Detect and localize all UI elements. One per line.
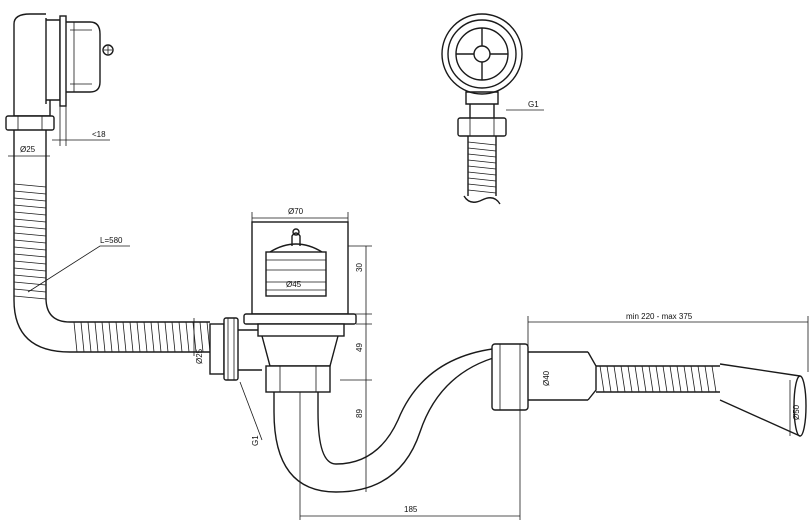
dim-d45: Ø45: [266, 280, 326, 291]
hose-ridge: [467, 171, 497, 176]
dim-v49: 49: [355, 320, 372, 380]
right-outlet: [491, 343, 807, 437]
dim-d70-label: Ø70: [288, 207, 304, 216]
hose-ridge: [467, 141, 497, 146]
hose-ridge: [143, 321, 148, 353]
dim-d25-mid-label: Ø25: [195, 348, 204, 364]
hose-ridge: [627, 365, 633, 393]
hose-ridge: [13, 204, 47, 209]
hose-ridge: [683, 365, 689, 393]
hose-ridge: [13, 274, 47, 279]
dim-w185-label: 185: [404, 505, 418, 514]
hose-ridge: [13, 232, 47, 237]
side-inlet-nut: [209, 317, 262, 381]
hose-ridge: [199, 321, 204, 353]
hose-ridge: [164, 321, 169, 353]
dim-d25-mid: Ø25: [193, 318, 204, 364]
hose-ridge: [711, 365, 717, 393]
hose-ridge: [606, 365, 612, 393]
hose-ridge: [192, 321, 197, 353]
dim-d40-label: Ø40: [542, 370, 551, 386]
hose-ridge: [467, 153, 497, 158]
dim-v89-label: 89: [355, 409, 364, 418]
hose-ridge: [13, 260, 47, 265]
dim-g1-top-label: G1: [528, 100, 539, 109]
hose-ridge: [87, 321, 92, 353]
hose-ridge: [613, 365, 619, 393]
hose-ridge: [13, 295, 47, 300]
hose-ridge: [641, 365, 647, 393]
dim-range: min 220 - max 375: [527, 312, 809, 372]
hose-ridge: [13, 183, 47, 188]
hose-ridge: [136, 321, 141, 353]
hose-ridge: [13, 197, 47, 202]
hose-ridge: [467, 147, 497, 152]
hose-ridge: [150, 321, 155, 353]
hose-ridge: [13, 218, 47, 223]
dim-range-label: min 220 - max 375: [626, 312, 693, 321]
drain-body: [243, 221, 357, 393]
dim-d25-top-label: Ø25: [20, 145, 36, 154]
dim-v49-label: 49: [355, 343, 364, 352]
s-trap: 185: [273, 347, 521, 520]
hose-ridge: [178, 321, 183, 353]
hose-ridge: [13, 190, 47, 195]
dim-d70: Ø70: [251, 207, 349, 224]
dim-lt18: <18: [52, 106, 110, 146]
hose-ridge: [115, 321, 120, 353]
hose-ridge: [13, 211, 47, 216]
hose-ridge: [13, 246, 47, 251]
dim-d25-top: Ø25: [8, 145, 50, 162]
hose-ridge: [171, 321, 176, 353]
hose-ridge: [634, 365, 640, 393]
hose-ridge: [676, 365, 682, 393]
hose-ridge: [101, 321, 106, 353]
hose-ridge: [599, 365, 605, 393]
hose-ridge: [157, 321, 162, 353]
corrugated-hose-left: [13, 180, 211, 353]
hose-ridge: [122, 321, 127, 353]
hose-ridge: [704, 365, 710, 393]
hose-ridge: [13, 239, 47, 244]
dim-g1-bottom: G1: [239, 381, 263, 446]
hose-ridge: [697, 365, 703, 393]
hose-ridge: [620, 365, 626, 393]
hose-ridge: [662, 365, 668, 393]
hose-ridge: [648, 365, 654, 393]
hose-ridge: [467, 165, 497, 170]
hose-ridge: [690, 365, 696, 393]
dim-g1-top: G1: [506, 100, 544, 111]
hose-ridge: [80, 321, 85, 353]
hose-ridge: [185, 321, 190, 353]
dim-v89: 89: [340, 379, 372, 492]
dim-lt18-label: <18: [92, 130, 106, 139]
hose-ridge: [13, 267, 47, 272]
dim-l580-label: L=580: [100, 236, 123, 245]
hose-ridge: [655, 365, 661, 393]
hose-ridge: [669, 365, 675, 393]
hose-ridge: [467, 189, 497, 194]
dim-g1-bottom-label: G1: [251, 435, 260, 446]
hose-ridge: [13, 253, 47, 258]
dim-v30: 30: [348, 245, 372, 320]
dim-d40: Ø40: [542, 370, 551, 386]
hose-ridge: [13, 281, 47, 286]
hose-ridge: [73, 321, 78, 353]
hose-ridge: [129, 321, 134, 353]
hose-ridge: [467, 177, 497, 182]
hose-ridge: [13, 225, 47, 230]
hose-ridge: [467, 183, 497, 188]
hose-ridge: [108, 321, 113, 353]
hose-ridge: [467, 159, 497, 164]
hose-ridge: [94, 321, 99, 353]
dim-d50-label: Ø50: [792, 404, 801, 420]
dim-l580: L=580: [27, 236, 130, 293]
dim-d45-label: Ø45: [286, 280, 302, 289]
dim-v30-label: 30: [355, 263, 364, 272]
overflow-unit: [5, 13, 114, 180]
drain-detail-top: [441, 13, 523, 205]
dim-d50: Ø50: [789, 380, 801, 436]
